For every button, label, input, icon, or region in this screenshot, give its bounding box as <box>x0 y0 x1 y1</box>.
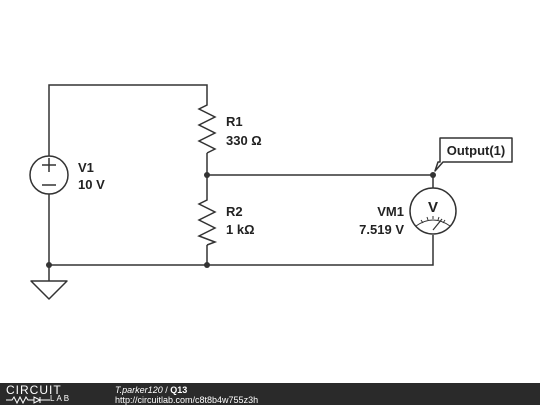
voltmeter-vm1[interactable]: V VM1 7.519 V <box>359 187 457 237</box>
wire-bottom <box>49 235 434 266</box>
wire-output-node <box>207 174 434 188</box>
author-name[interactable]: T.parker120 <box>115 385 163 395</box>
circuit-title[interactable]: Q13 <box>170 385 188 395</box>
probe-tag-shape <box>434 137 513 172</box>
output-probe[interactable]: Output(1) <box>434 137 513 172</box>
probe-label: Output(1) <box>447 143 505 158</box>
r1-value-label: 330 Ω <box>226 133 262 148</box>
footer-separator: / <box>162 385 171 395</box>
circuitlab-logo[interactable]: CIRCUIT LAB <box>6 384 96 404</box>
meter-symbol: V <box>428 199 438 216</box>
resistor-r1[interactable]: R1 330 Ω <box>197 100 262 154</box>
schematic-diagram: V1 10 V R1 330 Ω R2 1 kΩ V VM1 7.519 V <box>29 84 513 300</box>
wire-top <box>48 84 208 156</box>
circuit-url[interactable]: http://circuitlab.com/c8t8b4w755z3h <box>115 395 259 405</box>
meter-value-label: 7.519 V <box>359 222 404 237</box>
logo-text-top: CIRCUIT <box>6 383 62 397</box>
junction-dot <box>204 262 210 268</box>
footer-bar: CIRCUIT LAB T.parker120 / Q13 http://cir… <box>0 383 540 405</box>
r2-value-label: 1 kΩ <box>226 222 255 237</box>
footer-author-line: T.parker120 / Q13 <box>115 385 258 395</box>
junction-dot <box>204 172 210 178</box>
meter-name-label: VM1 <box>377 204 404 219</box>
voltage-source-v1[interactable]: V1 10 V <box>29 155 105 195</box>
junction-dot <box>430 172 436 178</box>
footer-info: T.parker120 / Q13 http://circuitlab.com/… <box>115 385 258 405</box>
source-circle <box>29 155 69 195</box>
r1-name-label: R1 <box>226 114 243 129</box>
logo-wave-icon <box>6 396 50 404</box>
source-name-label: V1 <box>78 160 94 175</box>
plus-sign <box>42 158 56 172</box>
resistor-r2[interactable]: R2 1 kΩ <box>197 196 255 246</box>
ground-icon <box>30 280 68 300</box>
resistor-r2-zigzag <box>197 196 218 246</box>
junction-dot <box>46 262 52 268</box>
meter-scale-arc <box>415 219 451 227</box>
meter-ticks <box>420 216 446 224</box>
ground-triangle <box>30 280 68 300</box>
resistor-r1-zigzag <box>197 100 217 154</box>
meter-needle <box>432 218 443 231</box>
r2-name-label: R2 <box>226 204 243 219</box>
logo-text-bottom: LAB <box>50 394 72 403</box>
source-value-label: 10 V <box>78 177 105 192</box>
